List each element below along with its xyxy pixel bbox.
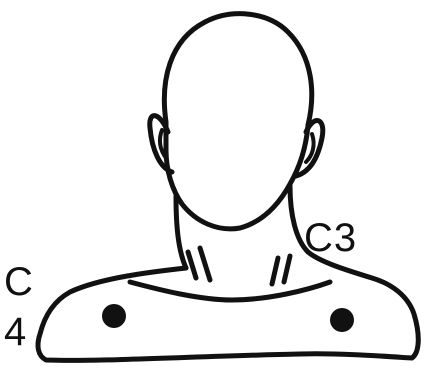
neck-line [188,252,196,278]
collar-line [130,282,330,300]
right-shoulder-dot [330,308,354,332]
c4-letter-label: C [4,262,34,302]
left-shoulder-dot [102,304,126,328]
c4-number-label: 4 [4,312,27,352]
neck-line [200,248,210,280]
c3-label: C3 [304,218,357,258]
neck-line [272,258,278,284]
shoulders-outline [38,252,418,360]
neck-line [284,256,290,282]
